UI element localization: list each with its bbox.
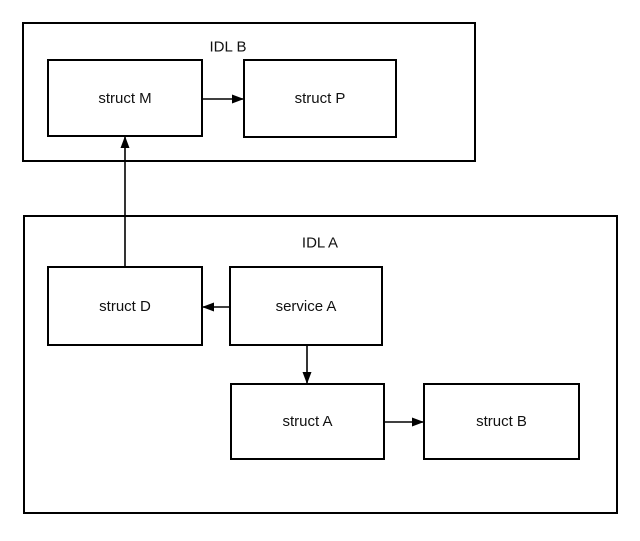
container-label-idl-b: IDL B: [207, 38, 249, 56]
container-idl-a: [23, 215, 618, 514]
node-label-struct-d: struct D: [99, 297, 151, 315]
node-service-a: service A: [229, 266, 383, 346]
node-struct-p: struct P: [243, 59, 397, 138]
node-struct-m: struct M: [47, 59, 203, 137]
node-label-struct-b: struct B: [476, 413, 527, 430]
node-label-struct-p: struct P: [294, 90, 346, 107]
node-struct-b: struct B: [423, 383, 580, 460]
node-label-struct-a: struct A: [282, 413, 333, 430]
container-label-idl-a: IDL A: [299, 234, 341, 252]
node-label-service-a: service A: [275, 297, 337, 315]
node-label-struct-m: struct M: [98, 89, 152, 107]
node-struct-d: struct D: [47, 266, 203, 346]
node-struct-a: struct A: [230, 383, 385, 460]
